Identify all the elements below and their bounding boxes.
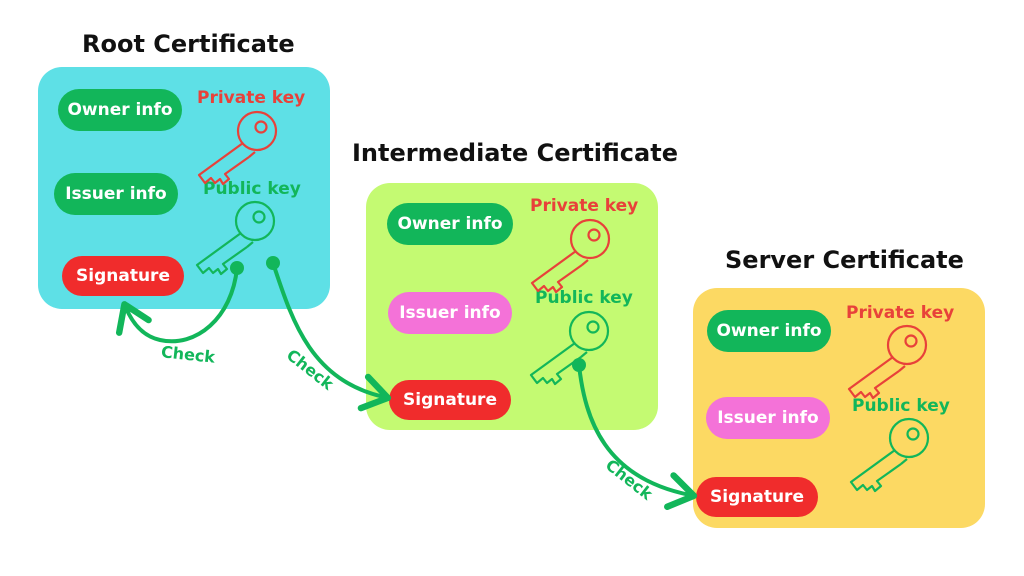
intermediate-signature: Signature — [389, 380, 511, 420]
arrow-icon — [572, 358, 698, 510]
arrow-icon — [266, 256, 392, 412]
key-icon — [530, 218, 611, 294]
key-icon — [849, 417, 930, 493]
key-icon — [197, 110, 278, 186]
root-signature: Signature — [62, 256, 184, 296]
arrow-icon — [115, 261, 244, 344]
key-icon — [529, 310, 610, 386]
server-issuer-info: Issuer info — [706, 397, 830, 439]
server-certificate-title: Server Certificate — [725, 246, 964, 274]
root-owner-info: Owner info — [58, 89, 182, 131]
intermediate-owner-info: Owner info — [387, 203, 513, 245]
intermediate-issuer-info: Issuer info — [388, 292, 512, 334]
intermediate-certificate-title: Intermediate Certificate — [352, 139, 678, 167]
server-public-key-label: Public key — [852, 396, 950, 416]
key-icon — [847, 324, 928, 400]
intermediate-private-key-label: Private key — [530, 196, 639, 216]
server-owner-info: Owner info — [707, 310, 831, 352]
server-private-key-label: Private key — [846, 303, 955, 323]
root-private-key-label: Private key — [197, 88, 306, 108]
intermediate-public-key-label: Public key — [535, 288, 633, 308]
server-signature: Signature — [696, 477, 818, 517]
root-issuer-info: Issuer info — [54, 173, 178, 215]
root-public-key-label: Public key — [203, 179, 301, 199]
root-certificate-title: Root Certificate — [82, 30, 295, 58]
